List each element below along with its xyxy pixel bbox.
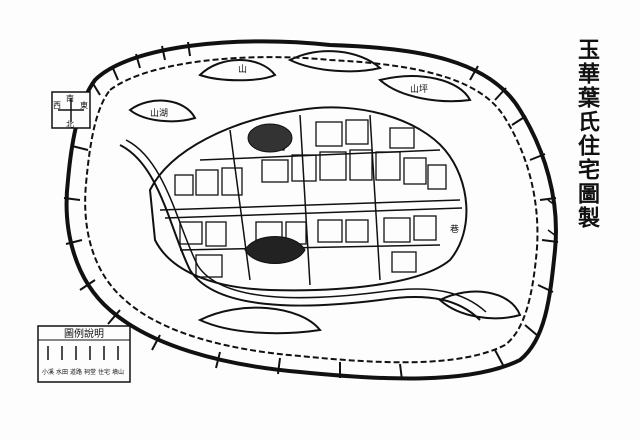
map-label-hill-north: 山	[238, 64, 247, 75]
compass-bottom: 北	[66, 120, 74, 129]
legend-symbols	[47, 346, 119, 360]
hill-hatching	[63, 41, 559, 381]
map-label-hill-northwest: 山湖	[150, 108, 168, 119]
legend-entry-5: 住宅	[98, 368, 110, 376]
stream	[119, 144, 481, 321]
hill-south	[197, 306, 322, 335]
hill-northeast	[377, 75, 472, 103]
legend-entry-4: 祠堂	[84, 368, 96, 376]
village-boundary	[148, 106, 468, 292]
tomb-hill	[244, 236, 306, 264]
compass: 南 北 東 西	[51, 91, 91, 129]
compass-right: 東	[80, 100, 88, 110]
legend: 圖例說明 小溪 水田 道路 祠堂 住宅 墳山	[37, 325, 131, 383]
legend-entry-2: 水田	[56, 368, 68, 376]
house-blocks	[174, 119, 447, 278]
outer-hill-ring-inner	[84, 56, 539, 364]
roads	[159, 114, 463, 286]
hill-northwest	[128, 99, 197, 123]
compass-left: 西	[53, 101, 61, 110]
hill-southeast	[438, 290, 522, 320]
compass-top: 南	[66, 93, 74, 103]
hill-north-1	[198, 59, 277, 82]
right-edge-strokes	[547, 199, 557, 237]
outer-hill-ring	[64, 39, 558, 381]
map-label-lane-east: 巷	[450, 224, 459, 235]
hill-north-2	[287, 50, 383, 73]
legend-entry-3: 道路	[70, 368, 82, 376]
map-label-hill-northeast: 山坪	[410, 84, 428, 95]
grove-north	[247, 123, 293, 153]
legend-entry-6: 墳山	[112, 368, 124, 376]
legend-heading: 圖例說明	[64, 327, 104, 340]
legend-entry-1: 小溪	[42, 368, 54, 376]
map-title: 玉華葉氏住宅圖製	[574, 38, 600, 230]
